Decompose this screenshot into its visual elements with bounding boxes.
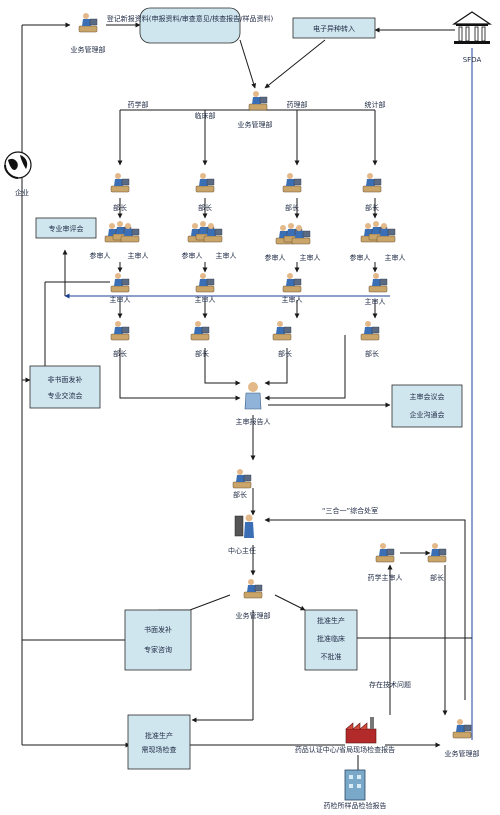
label-tech-issue: 存在技术问题 [369,680,411,689]
person-icon-lead-1 [110,272,130,293]
person-icon-minister [232,468,252,489]
box-meeting-line1: 主审会议会 [410,392,445,401]
label-biz-bottom: 业务管理部 [445,749,480,758]
label-biz-top: 业务管理部 [71,45,106,54]
person-icon-center-head [234,514,254,538]
box-non-written: 非书面发补 专业交流会 [29,365,101,409]
person-icon-biz-top [78,12,98,33]
box-decision-line2: 批准临床 [317,634,345,643]
label-cert-center: 药品认证中心/省局现场检查报告 [295,745,395,754]
label-head-3: 部长 [285,203,299,212]
label-sfda: SFDA [463,56,482,64]
box-approve-check-line1: 批准生产 [145,731,173,740]
person-icon-biz-mid [248,90,268,111]
person-icon-pharma-head [427,542,447,563]
label-head-2: 部长 [198,203,212,212]
reviewer-group-icon-4 [361,221,395,242]
sfda-building-icon [452,11,492,44]
reviewer-group-icon-2 [188,221,222,242]
label-dept-yl: 药理部 [287,100,308,109]
box-written: 书面发补 专家咨询 [124,609,192,671]
label-head-b1: 部长 [113,349,127,358]
label-biz-mid: 业务管理部 [238,120,273,129]
connector-lines [21,22,473,770]
person-icon-biz-bottom [452,718,472,739]
box-e-transfer-text: 电子异种转入 [313,24,355,33]
person-icon-head-b3 [272,320,292,341]
person-icon-head-b4 [360,320,380,341]
label-head-b4: 部长 [365,349,379,358]
label-lead-2: 主审人 [195,295,216,304]
lab-icon [344,769,366,801]
label-lead-1: 主审人 [110,295,131,304]
label-dept-lc: 临床部 [195,111,216,120]
box-decision: 批准生产 批准临床 不批准 [304,609,358,671]
person-icon-head-b2 [190,320,210,341]
person-icon-chief-reporter [244,382,262,410]
box-e-transfer: 电子异种转入 [292,17,376,39]
label-reviewers-1: 参审人 [90,251,111,260]
reviewer-group-icon-3 [276,223,310,244]
label-reviewers-4: 参审人 [350,253,371,262]
label-chief-4: 主审人 [385,253,406,262]
label-lead-3: 主审人 [282,295,303,304]
box-decision-line1: 批准生产 [317,616,345,625]
person-icon-pharma-chief [375,542,395,563]
person-icon-head-3 [282,172,302,193]
factory-icon [345,717,377,744]
box-approve-check-line2: 需现场检查 [142,745,177,754]
person-icon-lead-2 [195,272,215,293]
label-center-head: 中心主任 [228,546,256,555]
label-reviewers-3: 参审人 [265,253,286,262]
label-chief-2: 主审人 [216,251,237,260]
label-chief-1: 主审人 [128,251,149,260]
label-applicant: 企业 [15,188,29,197]
label-biz-low: 业务管理部 [236,611,271,620]
person-icon-head-1 [110,172,130,193]
box-register-text: 登记新报资料(申报资料/审查意见/核查报告/样品资料) [107,14,274,23]
box-written-line2: 专家咨询 [144,645,172,654]
box-meeting: 主审会议会 企业沟通会 [391,384,463,428]
label-head-b2: 部长 [195,349,209,358]
person-icon-biz-low [243,578,263,599]
label-head-b3: 部长 [278,349,292,358]
box-register: 登记新报资料(申报资料/审查意见/核查报告/样品资料) [107,7,274,44]
globe-icon [4,151,32,179]
box-decision-line3: 不批准 [321,652,342,661]
label-head-4: 部长 [365,203,379,212]
person-icon-head-b1 [110,320,130,341]
label-lead-4: 主审人 [365,297,386,306]
box-expert-panel: 专业审评会 [35,217,97,239]
label-three-in-one: “三合一”综合处室 [322,506,378,515]
label-chief-reporter: 主审报告人 [236,417,271,426]
box-written-line1: 书面发补 [144,625,172,634]
box-expert-panel-text: 专业审评会 [49,224,84,233]
person-icon-lead-4 [368,272,388,293]
label-reviewers-2: 参审人 [182,251,203,260]
label-dept-tj: 统计部 [365,100,386,109]
reviewer-group-icon-1 [105,221,139,242]
box-non-written-line1: 非书面发补 [48,375,83,384]
label-lab-report: 药检所样品检验报告 [324,801,387,810]
label-pharma-chief: 药学主审人 [368,573,403,582]
person-icon-head-2 [195,172,215,193]
person-icon-head-4 [362,172,382,193]
label-head-1: 部长 [113,203,127,212]
person-icon-lead-3 [282,272,302,293]
label-pharma-head: 部长 [430,573,444,582]
box-approve-check: 批准生产 需现场检查 [127,714,191,770]
actor-labels: 业务管理部 SFDA 企业 药学部 临床部 药理部 统计部 业务管理部 部长 部… [15,45,481,810]
label-chief-3: 主审人 [300,253,321,262]
label-dept-yx: 药学部 [128,100,149,109]
label-minister: 部长 [233,490,247,499]
box-non-written-line2: 专业交流会 [48,391,83,400]
box-meeting-line2: 企业沟通会 [410,410,445,419]
